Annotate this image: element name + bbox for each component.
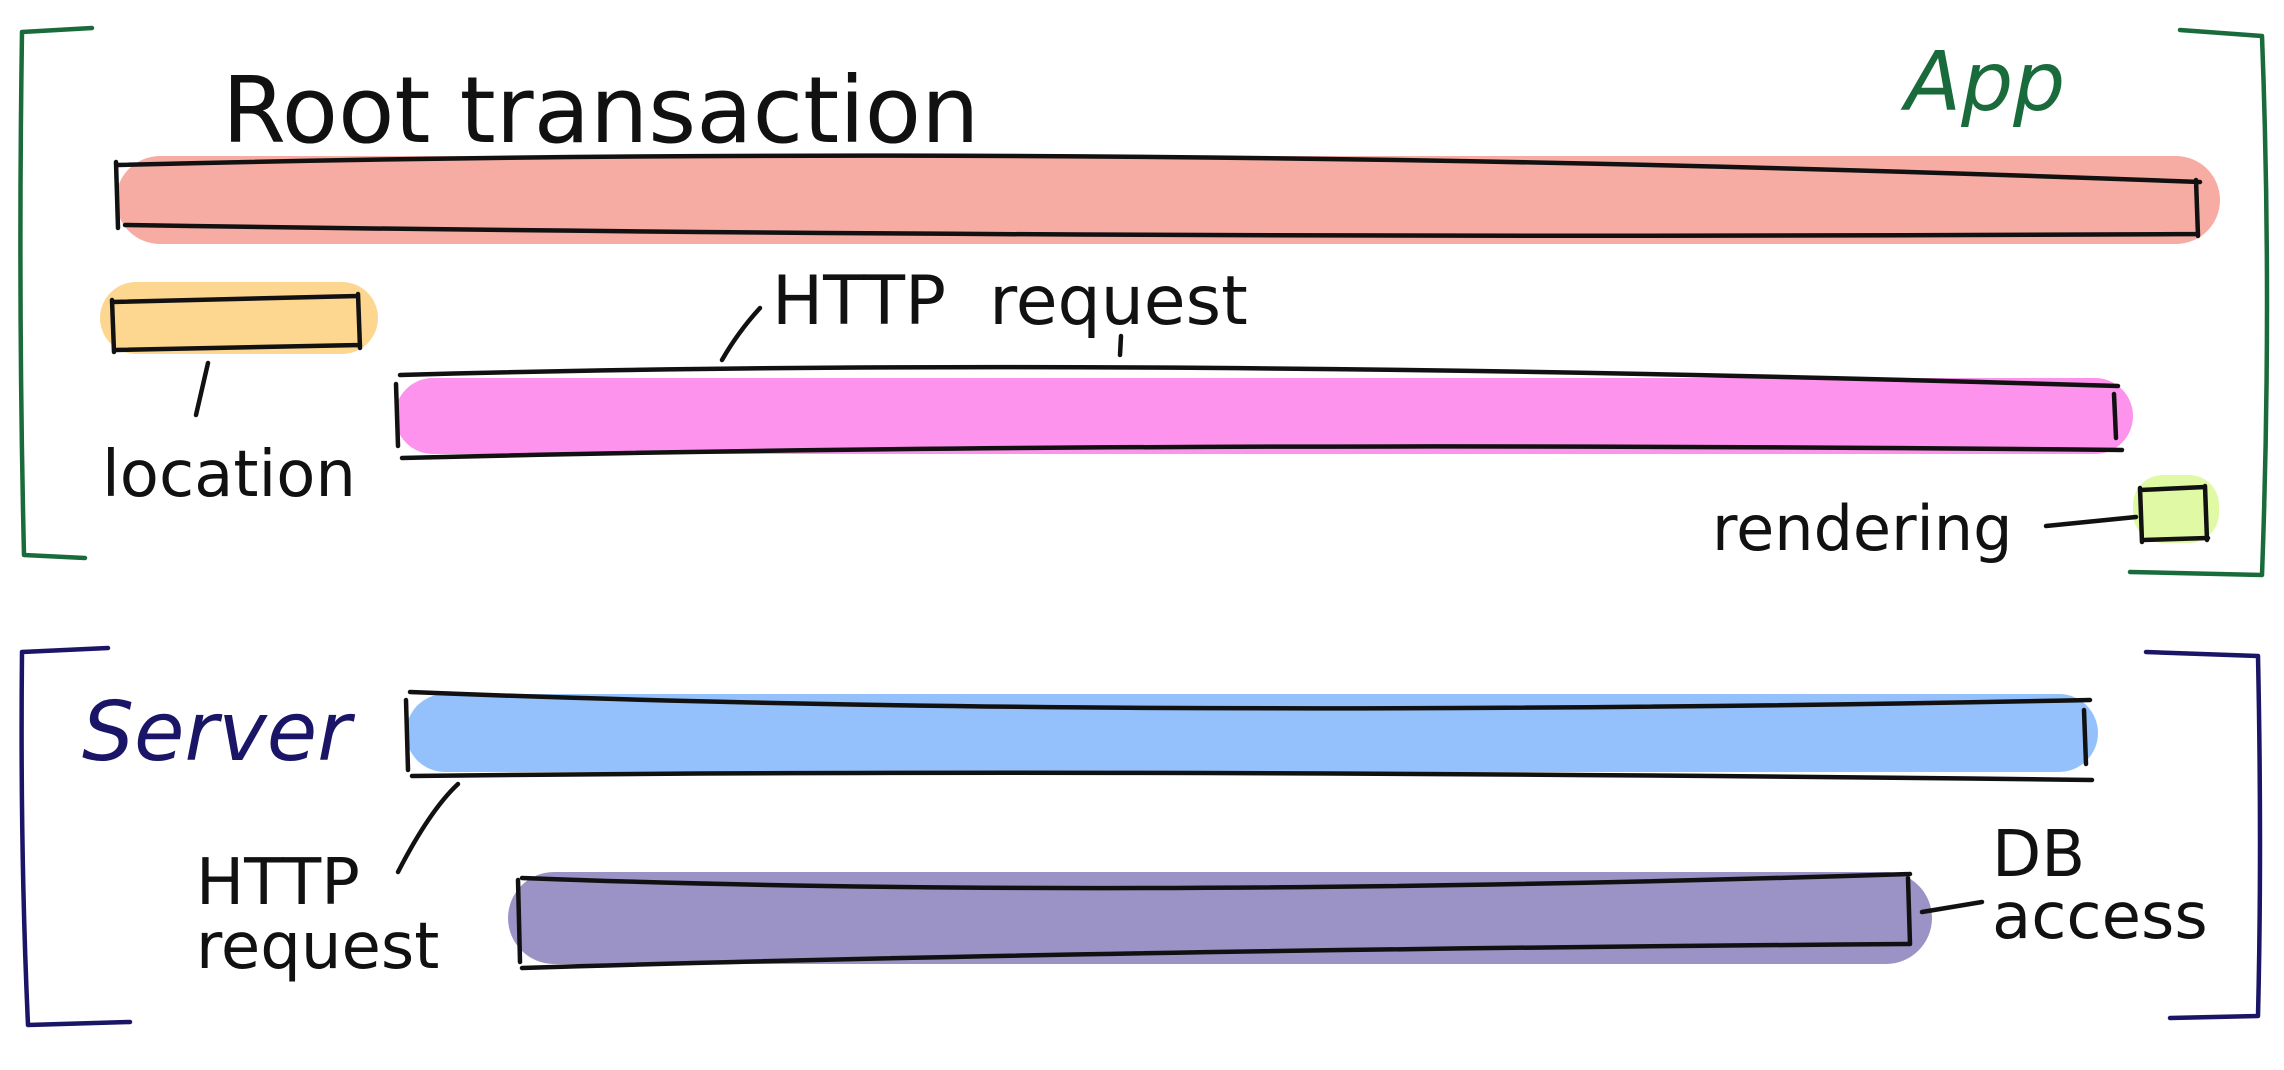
http-request-app-label: HTTP request — [772, 262, 1248, 341]
http-request-app-span-outline — [393, 364, 2125, 461]
db-access-label-leader — [1919, 899, 1985, 915]
location-span-outline — [109, 291, 363, 355]
db-access-span-outline — [515, 871, 1913, 971]
rendering-span-outline — [2137, 483, 2211, 545]
location-label-leader — [193, 360, 211, 418]
rendering-span — [2133, 475, 2219, 543]
http-request-server-span — [406, 694, 2098, 772]
root-transaction-label: Root transaction — [222, 57, 979, 164]
db-access-label-line1: DB — [1992, 818, 2085, 892]
http-request-server-label-line2: request — [196, 910, 439, 984]
root-transaction-span-outline — [113, 153, 2203, 239]
location-label: location — [102, 438, 356, 512]
http-request-app-label-leader — [719, 305, 1124, 363]
server-group-label: Server — [82, 685, 355, 780]
app-group-left-bracket — [18, 25, 95, 561]
rendering-label: rendering — [1712, 492, 2012, 565]
http-request-server-span-outline — [403, 689, 2095, 783]
location-span — [100, 282, 378, 354]
http-request-server-label-line1: HTTP — [196, 846, 360, 920]
rendering-label-leader — [2043, 514, 2139, 529]
server-group-left-bracket — [19, 645, 133, 1028]
db-access-label-line2: access — [1992, 880, 2208, 954]
app-group-right-bracket — [2127, 27, 2270, 578]
db-access-span — [508, 872, 1932, 964]
http-request-app-span — [395, 378, 2133, 454]
server-group-right-bracket — [2143, 649, 2263, 1021]
root-transaction-span — [116, 156, 2220, 244]
http-request-server-label-leader — [395, 781, 461, 875]
app-group-label: App — [1900, 35, 2065, 130]
